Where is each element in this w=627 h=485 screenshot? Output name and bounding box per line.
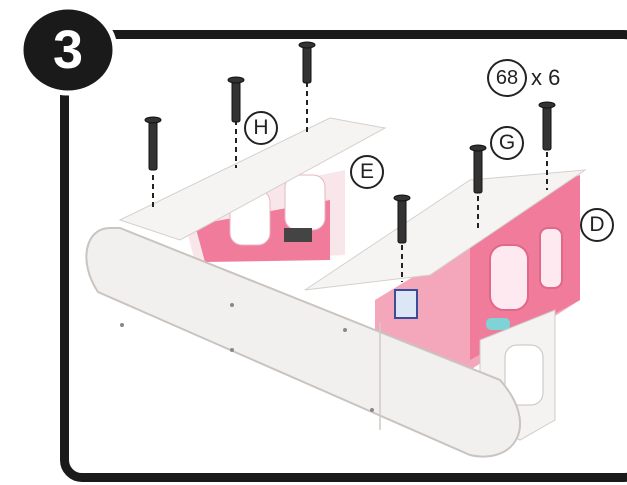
part-label-e: E (350, 155, 384, 189)
screw-quantity: 68 x 6 (487, 59, 560, 97)
part-label-d: D (580, 208, 614, 242)
quantity-multiplier: x 6 (531, 65, 560, 91)
part-number-badge: 68 (487, 59, 527, 97)
part-label-g: G (490, 126, 524, 160)
part-label-h: H (244, 111, 278, 145)
